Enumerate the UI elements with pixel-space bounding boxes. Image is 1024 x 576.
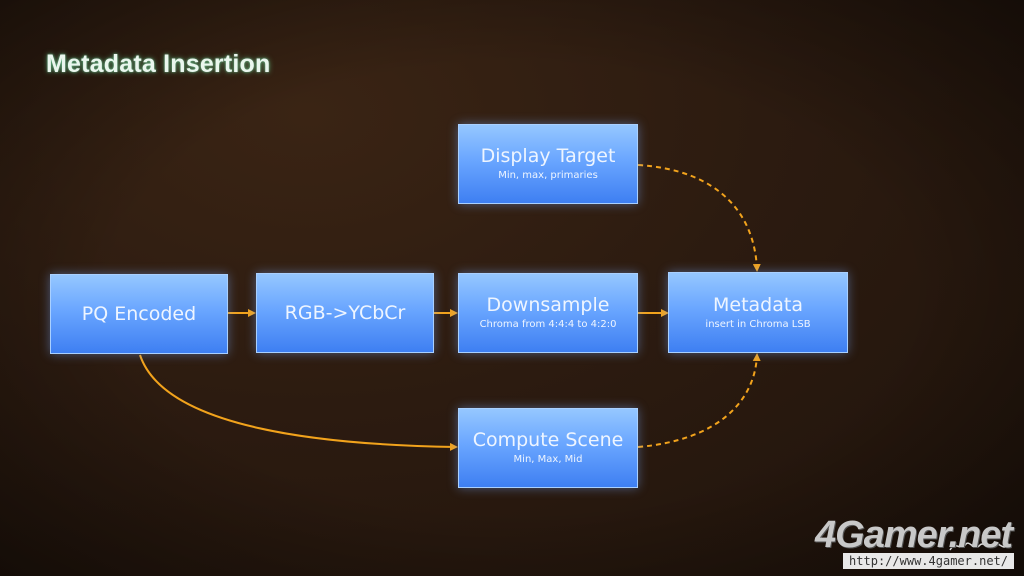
node-display-target: Display Target Min, max, primaries <box>458 124 638 204</box>
signature-watermark <box>949 542 1009 551</box>
node-downsample: Downsample Chroma from 4:4:4 to 4:2:0 <box>458 273 638 353</box>
watermark-url: http://www.4gamer.net/ <box>843 553 1014 569</box>
node-downsample-label: Downsample <box>486 294 610 316</box>
brand-watermark: 4Gamer.net <box>815 514 1013 556</box>
node-compute-scene-sub: Min, Max, Mid <box>513 454 583 465</box>
node-display-target-sub: Min, max, primaries <box>498 170 598 181</box>
node-rgb-ycbcr-label: RGB->YCbCr <box>284 302 406 324</box>
node-downsample-sub: Chroma from 4:4:4 to 4:2:0 <box>479 319 617 330</box>
node-compute-scene-label: Compute Scene <box>472 429 624 451</box>
arrow-display-target-to-metadata <box>637 164 761 272</box>
node-metadata-label: Metadata <box>713 293 803 316</box>
node-compute-scene: Compute Scene Min, Max, Mid <box>458 408 638 488</box>
node-display-target-label: Display Target <box>480 145 616 167</box>
arrow-compute-scene-to-metadata <box>637 353 761 448</box>
node-metadata: Metadata insert in Chroma LSB <box>668 272 848 353</box>
node-metadata-sub: insert in Chroma LSB <box>705 318 811 330</box>
node-pq-encoded: PQ Encoded <box>50 274 228 354</box>
node-pq-encoded-label: PQ Encoded <box>81 303 197 325</box>
slide-title: Metadata Insertion <box>46 50 271 78</box>
arrow-pq-to-compute-scene <box>139 354 458 451</box>
node-rgb-ycbcr: RGB->YCbCr <box>256 273 434 353</box>
